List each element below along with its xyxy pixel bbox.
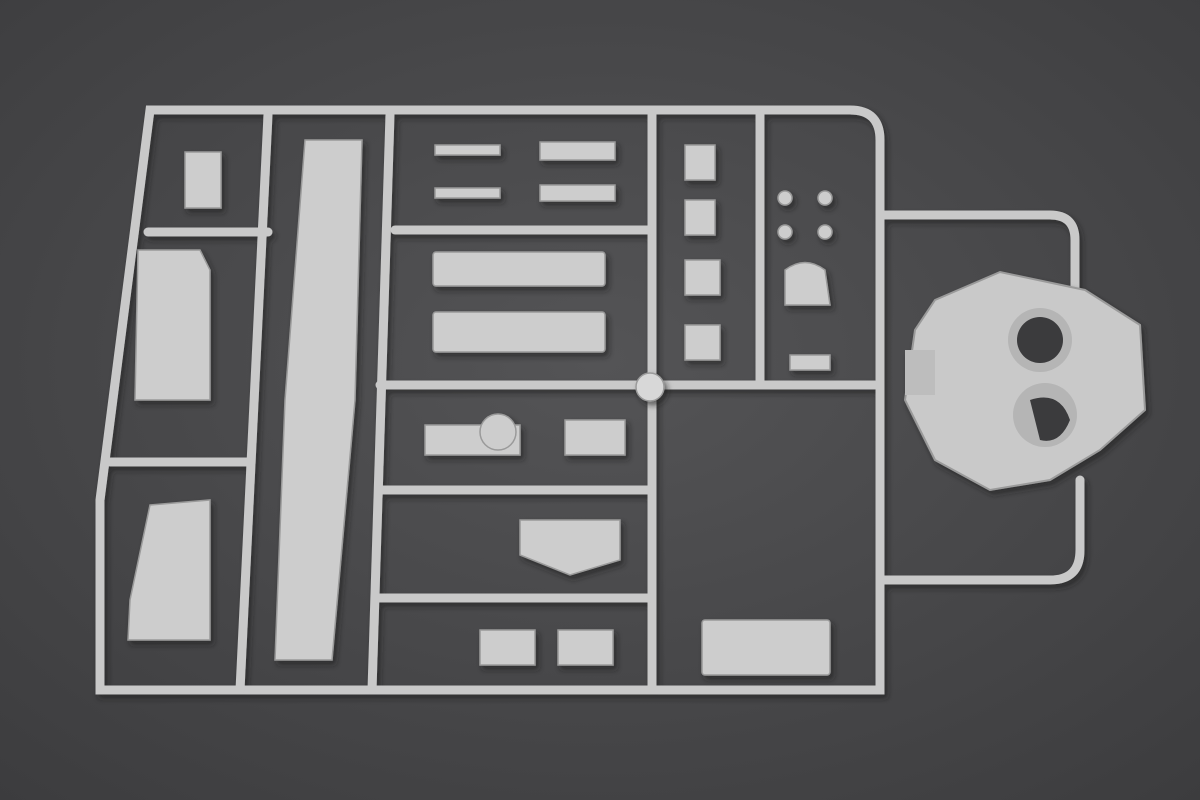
sprue-parts [127, 139, 833, 676]
turret-part [903, 270, 1147, 492]
sprue-frame [95, 105, 1085, 695]
